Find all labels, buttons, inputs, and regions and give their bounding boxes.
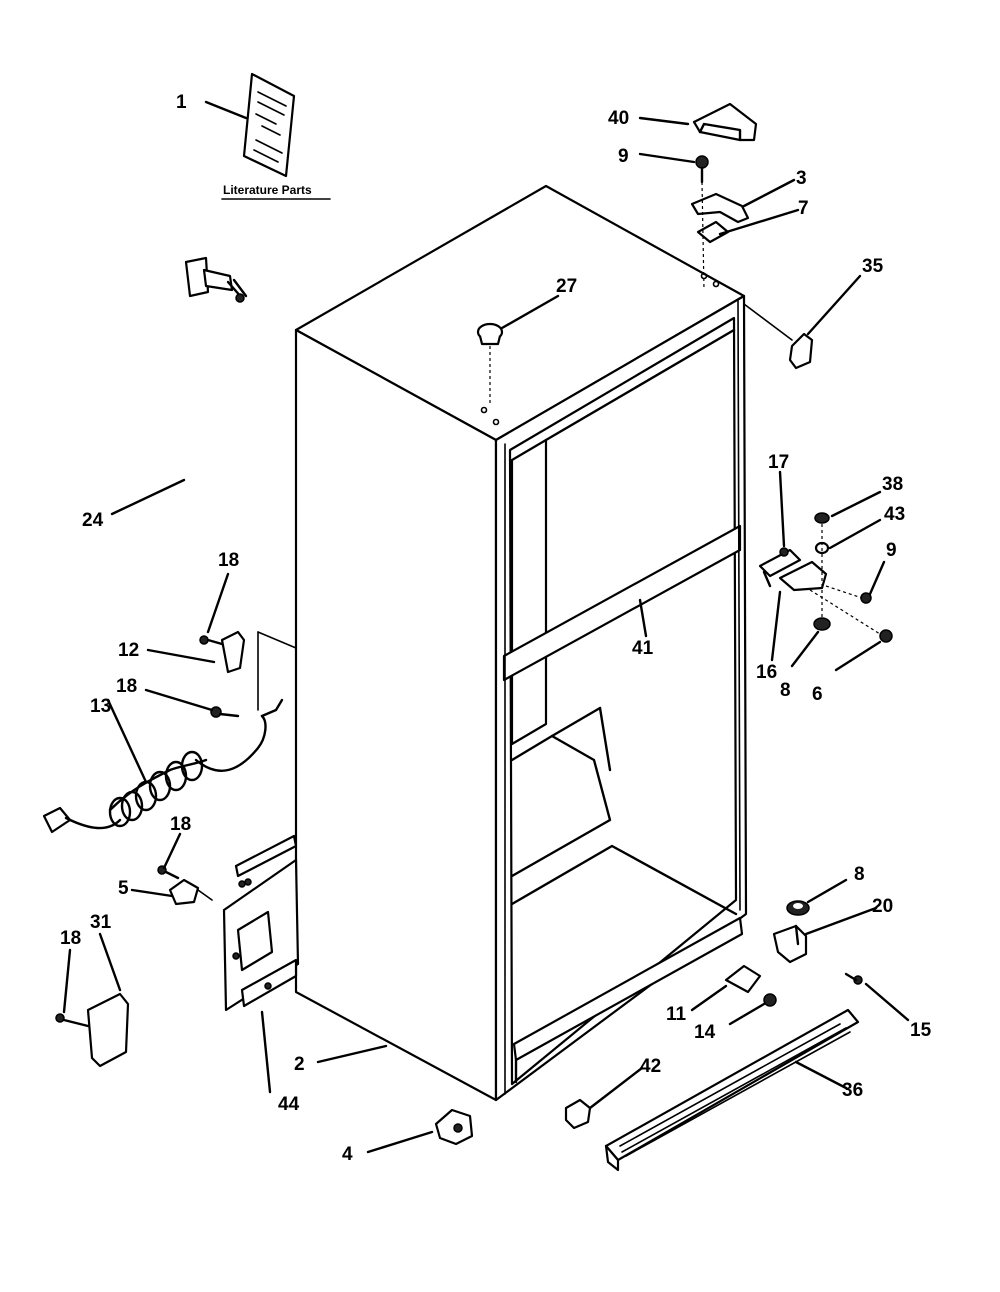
hinge-washer-8 [813, 617, 831, 631]
callout-41: 41 [632, 638, 654, 659]
callout-44: 44 [278, 1094, 300, 1115]
callout-5: 5 [118, 878, 129, 899]
callout-36: 36 [842, 1080, 863, 1101]
callout-27: 27 [556, 276, 577, 297]
cord-clamp-lower [157, 865, 213, 906]
callout-8: 8 [854, 864, 865, 885]
callout-20: 20 [872, 896, 893, 917]
callout-43: 43 [884, 504, 905, 525]
callout-8: 8 [780, 680, 791, 701]
callout-18: 18 [116, 676, 137, 697]
callout-6: 6 [812, 684, 823, 705]
callout-2: 2 [294, 1054, 305, 1075]
grille-clip [564, 1098, 592, 1130]
bottom-hinge-washer [786, 900, 810, 916]
top-plug [476, 322, 504, 346]
bottom-hinge [772, 924, 808, 964]
literature-caption: Literature Parts [223, 183, 312, 197]
water-valve-fitting [184, 256, 248, 303]
callout-24: 24 [82, 510, 104, 531]
callout-13: 13 [90, 696, 111, 717]
cord-clamp-upper [199, 630, 246, 674]
leader-lines [62, 100, 910, 1154]
callout-3: 3 [796, 168, 807, 189]
callout-18: 18 [170, 814, 191, 835]
bottom-hinge-screw [844, 972, 863, 985]
divider-mullion [502, 524, 742, 682]
top-hinge [690, 192, 750, 224]
callout-11: 11 [666, 1004, 687, 1025]
callout-4: 4 [342, 1144, 353, 1165]
hinge-cover-top [692, 102, 758, 142]
literature-booklet [242, 72, 296, 178]
hinge-washer-38 [814, 512, 830, 524]
callout-9: 9 [618, 146, 629, 167]
callout-15: 15 [910, 1020, 932, 1041]
roller-bracket [724, 964, 777, 1007]
callout-9: 9 [886, 540, 897, 561]
door-stop [788, 332, 814, 370]
center-hinge [758, 547, 828, 592]
power-cord [42, 698, 284, 834]
toe-grille [604, 1008, 860, 1172]
hinge-screw-top [695, 155, 709, 184]
callout-18: 18 [60, 928, 81, 949]
callouts: 1 40 9 3 7 35 27 24 17 38 43 9 18 12 41 … [60, 92, 932, 1165]
callout-35: 35 [862, 256, 884, 277]
callout-16: 16 [756, 662, 777, 683]
callout-18: 18 [218, 550, 239, 571]
callout-31: 31 [90, 912, 112, 933]
callout-7: 7 [798, 198, 809, 219]
callout-1: 1 [176, 92, 187, 113]
hinge-screw-6 [879, 629, 893, 643]
callout-12: 12 [118, 640, 139, 661]
machine-compartment-panel [222, 834, 300, 1012]
cabinet [294, 184, 748, 1102]
callout-14: 14 [694, 1022, 716, 1043]
leveling-leg [434, 1108, 474, 1146]
access-cover [55, 992, 130, 1068]
callout-42: 42 [640, 1056, 661, 1077]
callout-40: 40 [608, 108, 629, 129]
callout-38: 38 [882, 474, 903, 495]
callout-17: 17 [768, 452, 789, 473]
